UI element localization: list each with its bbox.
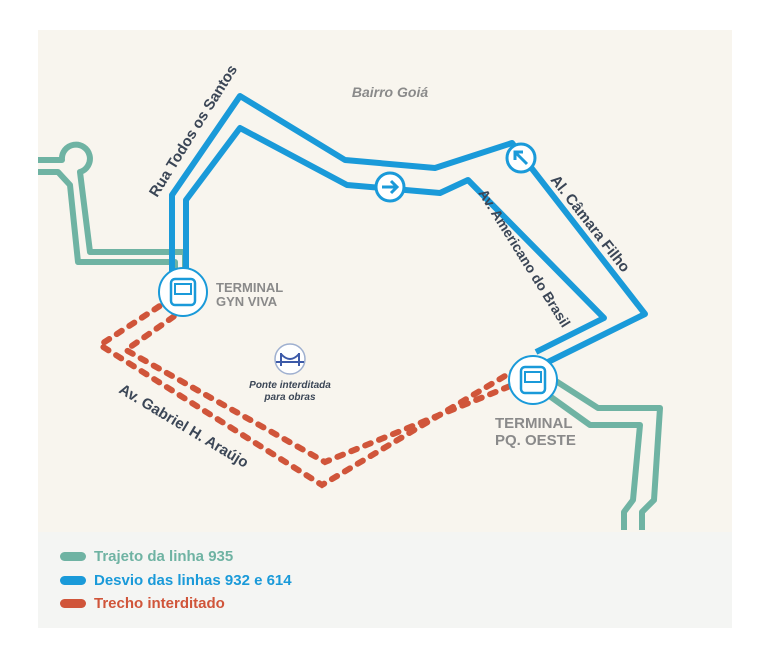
terminal-label: TERMINAL xyxy=(216,280,283,295)
bus-terminal-icon xyxy=(158,267,208,317)
terminal-label: TERMINAL xyxy=(495,415,573,432)
legend-label: Desvio das linhas 932 e 614 xyxy=(94,572,292,589)
legend-label: Trajeto da linha 935 xyxy=(94,548,234,565)
legend-swatch xyxy=(60,576,86,585)
legend-swatch xyxy=(60,599,86,608)
area-label: Bairro Goiá xyxy=(352,84,428,100)
terminal-label: PQ. OESTE xyxy=(495,432,576,449)
arrow-up-left-icon xyxy=(505,142,537,174)
legend: Trajeto da linha 935 Desvio das linhas 9… xyxy=(38,532,732,628)
route-map: Bairro Goiá Rua Todos os Santos Al. Câma… xyxy=(38,30,732,532)
closed-section xyxy=(94,295,518,489)
bridge-note: para obras xyxy=(263,392,316,403)
legend-item-detour: Desvio das linhas 932 e 614 xyxy=(60,572,292,589)
arrow-right-icon xyxy=(374,171,406,203)
terminal-label: GYN VIVA xyxy=(216,294,278,309)
bridge-icon xyxy=(274,343,306,375)
bus-terminal-icon xyxy=(508,355,558,405)
legend-item-935: Trajeto da linha 935 xyxy=(60,548,233,565)
legend-swatch xyxy=(60,552,86,561)
legend-item-closed: Trecho interditado xyxy=(60,595,225,612)
legend-label: Trecho interditado xyxy=(94,595,225,612)
bridge-note: Ponte interditada xyxy=(249,380,331,391)
